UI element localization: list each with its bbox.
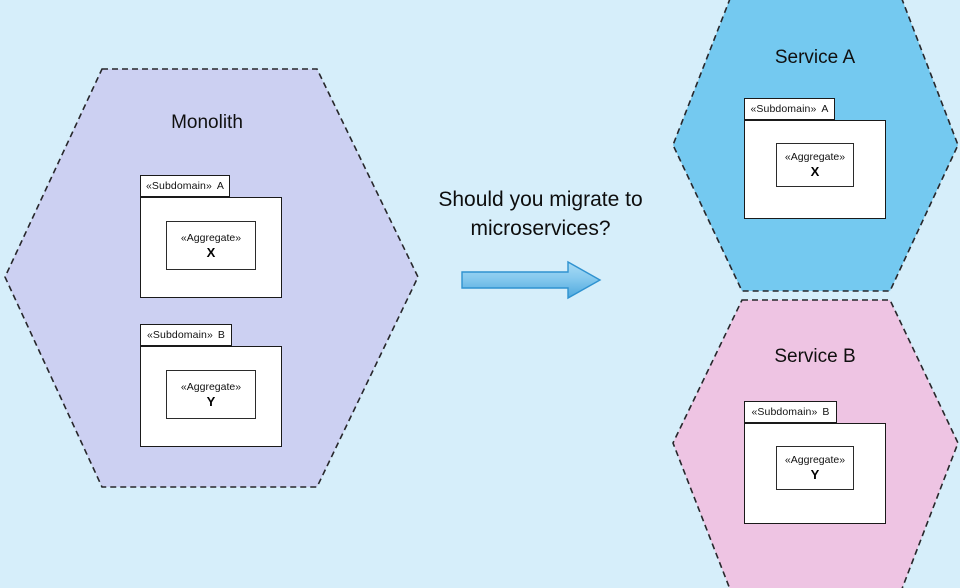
aggregate-box: «Aggregate» Y <box>166 370 256 419</box>
aggregate-box: «Aggregate» Y <box>776 446 854 490</box>
service-a-title: Service A <box>774 47 856 68</box>
package-tab-label: «Subdomain» B <box>751 406 829 418</box>
package-name: A <box>216 180 224 192</box>
package-tab: «Subdomain» A <box>140 175 230 197</box>
migration-arrow-icon <box>461 260 602 300</box>
package-stereotype: «Subdomain» <box>751 406 818 418</box>
package-monolith-subdomain-a: «Subdomain» A «Aggregate» X <box>140 175 282 298</box>
aggregate-box: «Aggregate» X <box>776 143 854 187</box>
question-line-2: microservices? <box>470 217 611 240</box>
aggregate-name: Y <box>206 393 216 409</box>
package-tab-label: «Subdomain» A <box>146 180 224 192</box>
package-stereotype: «Subdomain» <box>145 180 212 192</box>
package-tab-label: «Subdomain» A <box>750 103 828 115</box>
package-tab-label: «Subdomain» B <box>147 329 225 341</box>
aggregate-stereotype: «Aggregate» <box>180 231 242 244</box>
package-name: B <box>217 329 225 341</box>
aggregate-name: Y <box>810 467 820 482</box>
package-name: B <box>822 406 830 418</box>
package-stereotype: «Subdomain» <box>750 103 817 115</box>
aggregate-stereotype: «Aggregate» <box>784 454 846 466</box>
package-tab: «Subdomain» B <box>744 401 837 423</box>
package-stereotype: «Subdomain» <box>146 329 213 341</box>
service-b-title: Service B <box>774 346 856 367</box>
question-line-1: Should you migrate to <box>438 188 643 211</box>
aggregate-box: «Aggregate» X <box>166 221 256 270</box>
aggregate-name: X <box>206 244 216 260</box>
migration-question: Should you migrate to microservices? <box>408 185 673 243</box>
aggregate-stereotype: «Aggregate» <box>784 151 846 163</box>
package-name: A <box>821 103 829 115</box>
package-monolith-subdomain-b: «Subdomain» B «Aggregate» Y <box>140 324 282 447</box>
package-service-b-subdomain-b: «Subdomain» B «Aggregate» Y <box>744 401 886 524</box>
aggregate-name: X <box>810 164 820 179</box>
package-tab: «Subdomain» A <box>744 98 835 120</box>
aggregate-stereotype: «Aggregate» <box>180 380 242 393</box>
monolith-title: Monolith <box>171 112 243 133</box>
package-service-a-subdomain-a: «Subdomain» A «Aggregate» X <box>744 98 886 219</box>
package-tab: «Subdomain» B <box>140 324 232 346</box>
